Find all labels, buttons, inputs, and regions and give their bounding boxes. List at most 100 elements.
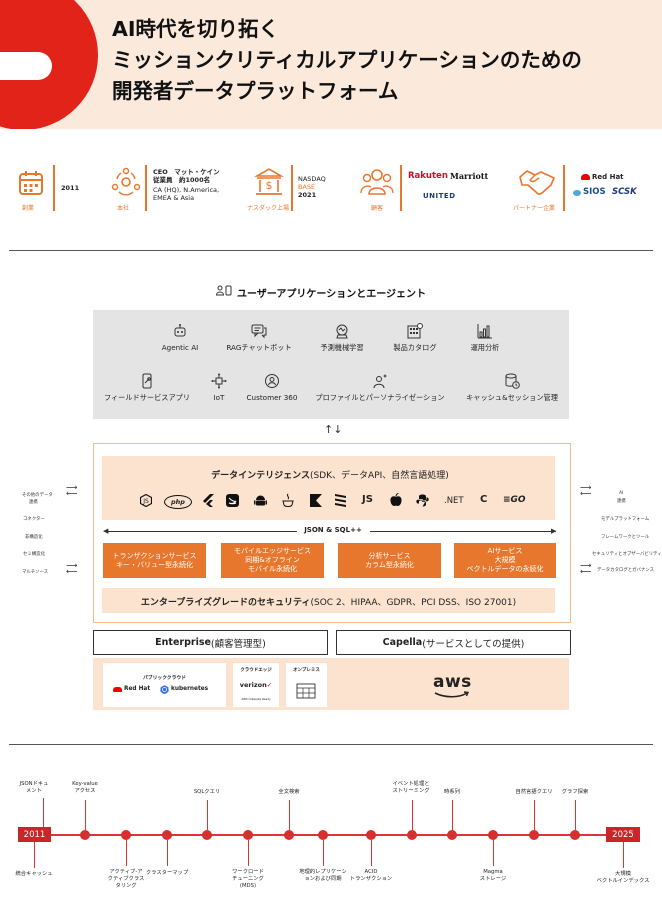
- nasdaq-caption: ナスダック上場: [247, 205, 290, 212]
- timeline-top-label: グラフ探索: [562, 789, 589, 796]
- timeline-stem: [289, 800, 290, 830]
- verizon-label: verizon: [239, 681, 267, 689]
- team-network-icon: [111, 167, 141, 196]
- timeline-dot: [570, 830, 580, 840]
- hq-ceo: CEO マット・ケイン: [153, 168, 220, 176]
- tl-line: 地理的レプリケーシ: [299, 869, 347, 875]
- nasdaq-label: NASDAQ: [298, 175, 326, 183]
- json-line-right: [370, 531, 556, 532]
- timeline-top-label: 全文検索: [278, 789, 299, 796]
- app-ops-analytics: 運用分析: [463, 323, 507, 353]
- timeline-bottom-label: 地理的レプリケーションおよび同期: [299, 869, 347, 883]
- hq-regions: EMEA & Asia: [153, 194, 195, 202]
- left-label-integration: 連携: [29, 500, 38, 505]
- capella-cloud-card: [336, 663, 562, 707]
- verizon-logo: verizon✓: [233, 681, 279, 689]
- aws-smile-icon: [434, 691, 470, 698]
- timeline-dot: [407, 830, 417, 840]
- timeline-stem: [43, 798, 44, 828]
- timeline-dot: [318, 830, 328, 840]
- c-lang-icon: C: [480, 494, 488, 505]
- left-label-multisource: マルチソース: [22, 570, 49, 575]
- mobile-wrench-icon: [142, 373, 152, 389]
- brand-logo-notch: [0, 52, 52, 80]
- tl-line: メント: [26, 788, 42, 794]
- timeline-dot: [162, 830, 172, 840]
- tl-line: タリング: [115, 883, 137, 889]
- tl-line: (MDS): [239, 883, 257, 889]
- apps-section-title: ユーザーアプリケーションとエージェント: [237, 289, 426, 300]
- tl-line: アクセス: [74, 788, 96, 794]
- title-line-3: 開発者データプラットフォーム: [112, 79, 399, 103]
- nodejs-icon: JS: [140, 494, 152, 507]
- app-cache-session: キャッシュ&セッション管理: [462, 373, 562, 403]
- timeline-top-label: 自然言語クエリ: [515, 789, 552, 796]
- timeline-stem: [85, 800, 86, 830]
- svg-text:$: $: [266, 179, 273, 192]
- redhat-small-icon: [113, 687, 122, 692]
- tl-line: 大規模: [615, 871, 631, 877]
- security-panel: [102, 588, 555, 613]
- security-sub: (SOC 2、HIPAA、GDPR、PCI DSS、ISO 27001): [310, 598, 517, 608]
- right-label-integration: 連携: [617, 499, 626, 504]
- customers-divider: [400, 165, 402, 211]
- service-line: モバイルエッジサービス: [234, 547, 311, 555]
- left-label-connector: コネクター: [23, 517, 45, 522]
- timeline-stem: [207, 800, 208, 830]
- java-icon: [282, 493, 294, 507]
- crystal-ball-icon: [336, 324, 348, 339]
- security-title: エンタープライズグレードのセキュリティ(SOC 2、HIPAA、GDPR、PCI…: [102, 595, 555, 608]
- rakuten-logo: Rakuten: [408, 171, 448, 181]
- left-label-semistructured: セミ構造化: [23, 552, 45, 557]
- tl-line: クラスターマップ: [145, 870, 189, 876]
- timeline-dot: [529, 830, 539, 840]
- tl-line: ACID: [364, 869, 378, 875]
- right-label-model-platform: モデルプラットフォーム: [601, 517, 650, 522]
- app-label: フィールドサービスアプリ: [103, 393, 191, 402]
- timeline-bottom-label: クラスターマップ: [146, 870, 188, 877]
- customer-360-icon: [265, 374, 279, 388]
- tl-line: ョンおよび同期: [304, 876, 342, 882]
- tl-line: ベクトルインデックス: [596, 878, 650, 884]
- right-label-frameworks: フレームワークとツール: [601, 535, 650, 540]
- kubernetes-logo: kubernetes: [171, 686, 209, 692]
- app-label: Customer 360: [246, 393, 298, 402]
- transaction-service-card: トランザクションサービス キー・バリュー型永続化: [103, 543, 206, 578]
- scsk-logo: SCSK: [612, 187, 637, 197]
- divider-bottom: [9, 744, 653, 745]
- divider-top: [9, 250, 653, 251]
- app-label: RAGチャットボット: [226, 343, 292, 352]
- capella-box: Capella(サービスとしての提供): [336, 630, 571, 655]
- tl-line: JSONドキュ: [19, 781, 49, 787]
- timeline-top-label: SQLクエリ: [194, 789, 220, 796]
- json-sql-label: JSON & SQL++: [304, 526, 362, 534]
- stock-exchange-icon: $: [254, 168, 284, 195]
- chat-icon: [251, 324, 267, 339]
- python-icon: [416, 494, 429, 507]
- tl-line: Key-value: [72, 781, 98, 787]
- robot-icon: [174, 324, 186, 337]
- page-title: AI時代を切り拓く ミッションクリティカルアプリケーションのための 開発者データ…: [112, 14, 652, 107]
- datacenter-icon: [296, 683, 316, 699]
- security-label: エンタープライズグレードのセキュリティ: [140, 598, 311, 608]
- verizon-sub: AWS Outposts Ready: [241, 697, 271, 701]
- tl-line: チューニング: [232, 876, 264, 882]
- timeline-top-label: JSONドキュメント: [20, 781, 49, 795]
- app-label: キャッシュ&セッション管理: [466, 393, 558, 402]
- timeline-dot: [202, 830, 212, 840]
- mobile-edge-service-card: モバイルエッジサービス 同期&オフライン モバイル永続化: [221, 543, 324, 578]
- data-intelligence-sub: (SDK、データAPI、自然言語処理): [310, 471, 449, 481]
- app-product-catalog: 製品カタログ: [389, 323, 441, 353]
- left-arrow-in-icon: ⟶⟵: [66, 483, 78, 498]
- united-logo: UNITED: [423, 192, 456, 200]
- dotnet-stack-icon: [335, 494, 346, 507]
- capella-label: Capella: [382, 637, 423, 648]
- service-line: 同期&オフライン: [245, 556, 300, 564]
- analytics-service-card: 分析サービス カラム型永続化: [338, 543, 441, 578]
- javascript-icon: JS: [362, 494, 373, 505]
- service-line: 分析サービス: [368, 551, 411, 560]
- founded-year: 2011: [61, 184, 80, 192]
